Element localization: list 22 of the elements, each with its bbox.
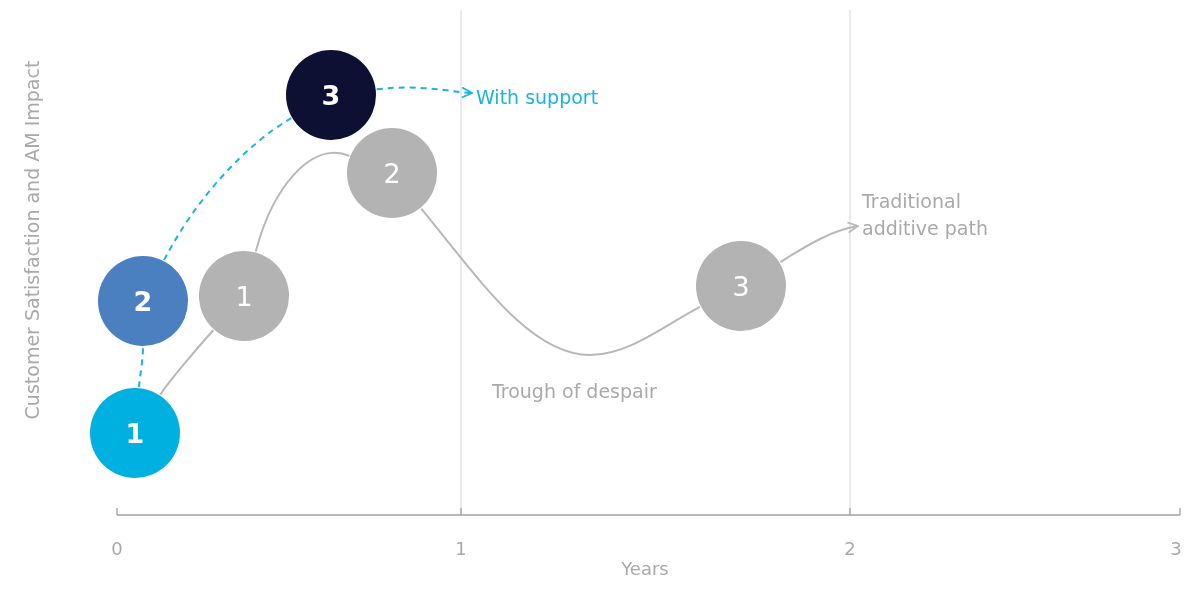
connector-line xyxy=(159,329,215,396)
tick-label: 2 xyxy=(844,538,856,559)
axis-title: Years xyxy=(621,558,669,579)
step-circle: 1 xyxy=(90,388,180,478)
connector-line xyxy=(137,346,144,389)
connector-line xyxy=(163,117,293,262)
tick-label: 1 xyxy=(455,538,467,559)
phase-label: Trough of despair xyxy=(492,380,657,402)
path-label: Traditional additive path xyxy=(862,188,1012,242)
step-circle: 2 xyxy=(347,128,437,218)
arrow xyxy=(375,86,473,99)
step-circle: 3 xyxy=(286,50,376,140)
axis-title: Customer Satisfaction and AM Impact xyxy=(21,60,43,420)
step-circle: 1 xyxy=(199,251,289,341)
connector-line xyxy=(254,152,351,253)
step-circle: 2 xyxy=(98,256,188,346)
connector-line xyxy=(420,207,701,356)
path-label: With support xyxy=(476,84,676,111)
tick-label: 0 xyxy=(111,538,123,559)
step-circle: 3 xyxy=(696,241,786,331)
arrow xyxy=(779,222,859,264)
tick-label: 3 xyxy=(1170,538,1182,559)
